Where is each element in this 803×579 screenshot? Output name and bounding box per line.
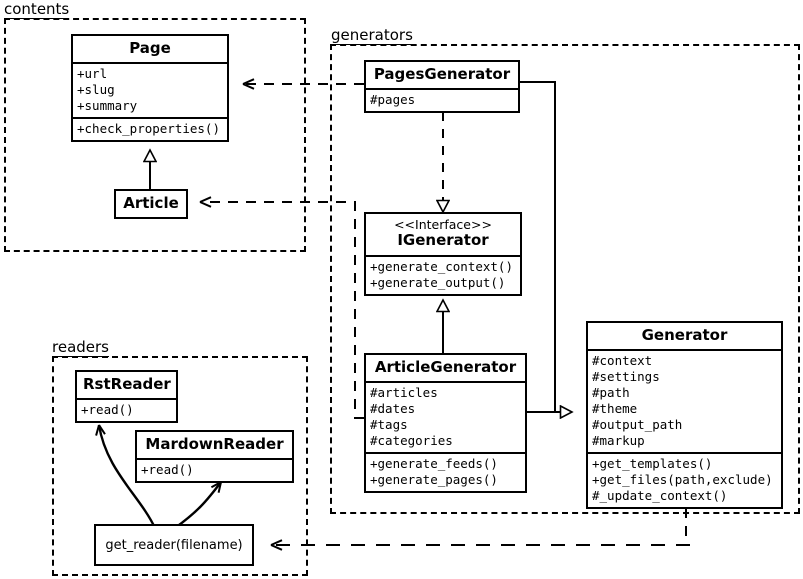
function-box-get-reader-label: get_reader(filename) (105, 537, 243, 553)
attribute: #settings (592, 369, 660, 385)
method: +read() (81, 402, 134, 418)
class-rst-reader-methods: +read() (77, 398, 176, 421)
package-readers-label: readers (52, 338, 109, 357)
attribute: #output_path (592, 417, 683, 433)
class-generator[interactable]: Generator #context #settings #path #them… (586, 321, 783, 510)
class-igenerator-stereotype: <<Interface>> (394, 217, 492, 232)
package-readers (52, 356, 308, 576)
class-mardown-reader-methods: +read() (137, 458, 292, 481)
attribute: #path (592, 385, 630, 401)
class-igenerator-methods: +generate_context() +generate_output() (366, 254, 520, 294)
attribute: #context (592, 353, 653, 369)
class-page-methods: +check_properties() (73, 117, 227, 140)
class-article-title: Article (123, 194, 179, 212)
class-generator-attributes: #context #settings #path #theme #output_… (588, 349, 781, 452)
class-pages-generator[interactable]: PagesGenerator #pages (364, 60, 520, 114)
class-page-title: Page (129, 39, 171, 57)
attribute: #tags (370, 417, 408, 433)
class-rst-reader[interactable]: RstReader +read() (75, 370, 178, 424)
attribute: #articles (370, 385, 438, 401)
class-page[interactable]: Page +url +slug +summary +check_properti… (71, 34, 229, 143)
class-article-generator-attributes: #articles #dates #tags #categories (366, 381, 525, 452)
method: +read() (141, 462, 194, 478)
method: +get_files(path,exclude) (592, 472, 773, 488)
attribute: #theme (592, 401, 638, 417)
class-generator-methods: +get_templates() +get_files(path,exclude… (588, 452, 781, 507)
class-mardown-reader[interactable]: MardownReader +read() (135, 430, 294, 484)
class-pages-generator-attributes: #pages (366, 88, 518, 111)
class-pages-generator-title: PagesGenerator (373, 65, 511, 83)
attribute: #markup (592, 433, 645, 449)
class-article[interactable]: Article (114, 189, 188, 220)
package-contents (4, 18, 306, 252)
package-contents-label: contents (4, 0, 70, 19)
class-igenerator-title: IGenerator (397, 231, 489, 250)
attribute: #dates (370, 401, 416, 417)
class-article-generator-methods: +generate_feeds() +generate_pages() (366, 452, 525, 491)
class-article-generator-title: ArticleGenerator (374, 358, 517, 376)
attribute: +slug (77, 82, 115, 98)
attribute: #pages (370, 92, 416, 108)
method: +generate_pages() (370, 472, 498, 488)
attribute: #categories (370, 433, 453, 449)
method: +get_templates() (592, 456, 713, 472)
attribute: +summary (77, 98, 138, 114)
method: +generate_output() (370, 274, 506, 290)
attribute: +url (77, 66, 108, 82)
method: #_update_context() (592, 488, 728, 504)
class-mardown-reader-title: MardownReader (145, 435, 284, 453)
package-generators-label: generators (331, 26, 413, 45)
method: +check_properties() (77, 121, 220, 137)
class-igenerator[interactable]: <<Interface>> IGenerator +generate_conte… (364, 212, 522, 296)
class-article-generator[interactable]: ArticleGenerator #articles #dates #tags … (364, 353, 527, 494)
class-page-attributes: +url +slug +summary (73, 62, 227, 117)
method: +generate_feeds() (370, 456, 498, 472)
class-generator-title: Generator (641, 326, 728, 344)
method: +generate_context() (370, 258, 513, 274)
class-rst-reader-title: RstReader (83, 375, 171, 393)
function-box-get-reader[interactable]: get_reader(filename) (94, 524, 254, 566)
